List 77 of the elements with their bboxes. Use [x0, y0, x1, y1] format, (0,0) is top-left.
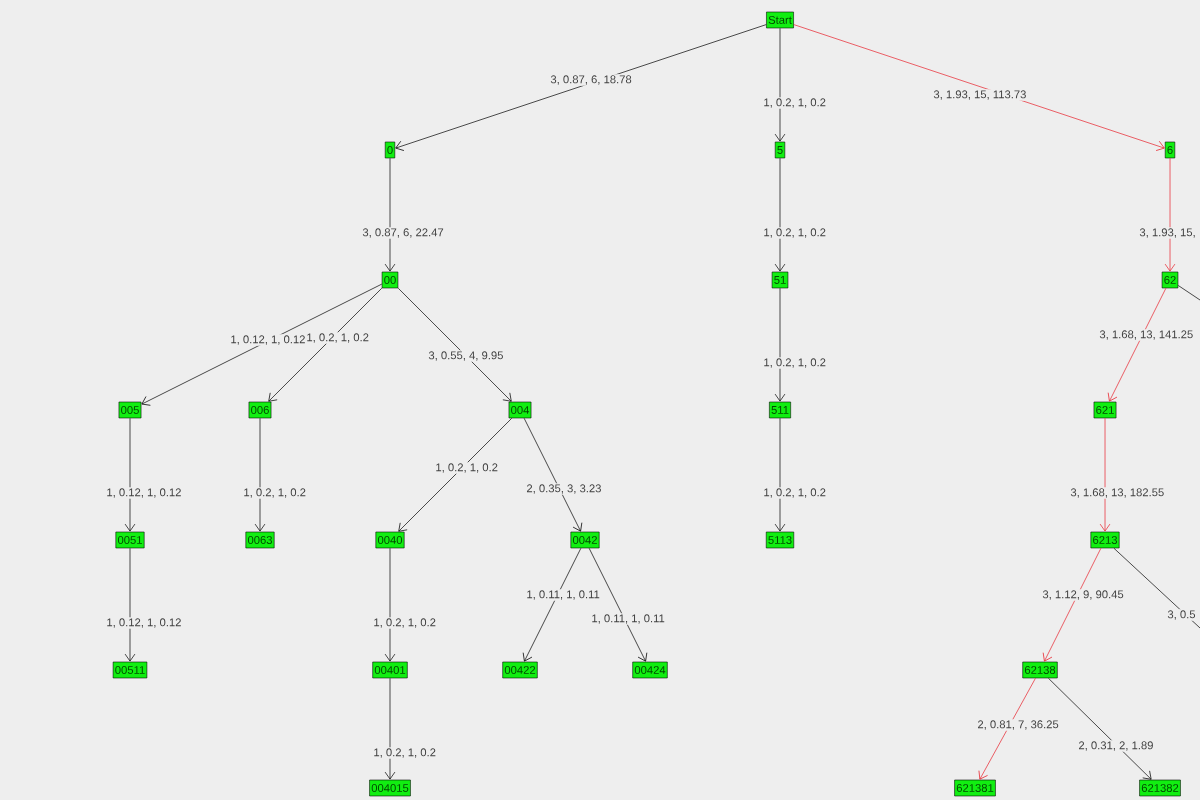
state-box: 0040	[375, 531, 405, 549]
state-box: 621381	[954, 779, 996, 797]
edge-label: 1, 0.2, 1, 0.2	[305, 332, 371, 344]
edge-label: 3, 1.68, 13, 182.55	[1069, 487, 1166, 499]
edge-label: 3, 0.5	[1166, 609, 1197, 621]
arrow	[1048, 677, 1152, 780]
edge-label: 2, 0.81, 7, 36.25	[976, 719, 1060, 731]
edge-label: 2, 0.35, 3, 3.23	[525, 483, 603, 495]
state-box: 00424	[632, 661, 668, 679]
state-box: 004015	[369, 779, 411, 797]
state-box: 5113	[765, 531, 795, 549]
arrow	[793, 24, 1165, 151]
state-box: 511	[769, 401, 791, 419]
edge-label: 1, 0.2, 1, 0.2	[762, 357, 828, 369]
edge-label: 1, 0.12, 1, 0.12	[105, 487, 183, 499]
arrow	[124, 547, 136, 662]
state-box: 621	[1093, 401, 1117, 419]
arrow	[523, 417, 583, 532]
arrow	[124, 417, 136, 532]
arrow	[397, 287, 512, 402]
edge-label: 1, 0.11, 1, 0.11	[525, 589, 601, 601]
state-box: 6	[1164, 141, 1176, 159]
edge-label: 3, 1.68, 13, 141.25	[1098, 329, 1195, 341]
state-box: 00511	[112, 661, 148, 679]
arrow	[774, 287, 786, 402]
edge-label: 1, 0.12, 1, 0.12	[105, 617, 183, 629]
arrow	[1042, 547, 1102, 662]
arrow	[395, 24, 767, 151]
state-box: 004	[508, 401, 532, 419]
arrow	[141, 283, 383, 406]
edge-label: 1, 0.2, 1, 0.2	[762, 97, 828, 109]
edge-label: 1, 0.11, 1, 0.11	[590, 613, 666, 625]
edge-label: 1, 0.2, 1, 0.2	[372, 747, 438, 759]
state-box: 0042	[570, 531, 600, 549]
arrow	[384, 157, 396, 272]
edge-label: 3, 1.12, 9, 90.45	[1041, 589, 1125, 601]
state-box: 0	[384, 141, 396, 159]
edge-label: 1, 0.2, 1, 0.2	[762, 487, 828, 499]
arrow	[978, 677, 1036, 780]
state-box: 00	[381, 271, 399, 289]
edge-label: 3, 0.87, 6, 22.47	[361, 227, 445, 239]
edge-label: 3, 1.93, 15,	[1138, 227, 1197, 239]
state-box: 6213	[1090, 531, 1120, 549]
state-box: 51	[771, 271, 789, 289]
arrow	[268, 287, 383, 402]
state-box: 621382	[1139, 779, 1181, 797]
state-box: 62	[1161, 271, 1179, 289]
state-box: 5	[774, 141, 786, 159]
arrow	[774, 417, 786, 532]
arrow	[1164, 157, 1176, 272]
edge-label: 3, 0.87, 6, 18.78	[549, 74, 633, 86]
state-box: 0051	[115, 531, 145, 549]
arrow	[522, 547, 582, 662]
arrow	[774, 157, 786, 272]
edge-label: 1, 0.2, 1, 0.2	[762, 227, 828, 239]
state-box: Start	[766, 11, 794, 29]
arrow	[1099, 417, 1111, 532]
state-box: 005	[118, 401, 142, 419]
arrow	[384, 547, 396, 662]
edge-label: 1, 0.12, 1, 0.12	[229, 334, 307, 346]
edge-label: 1, 0.2, 1, 0.2	[434, 462, 500, 474]
state-box: 0063	[245, 531, 275, 549]
arrow	[398, 417, 513, 532]
edge-label: 1, 0.2, 1, 0.2	[242, 487, 308, 499]
arrow	[254, 417, 266, 532]
state-box: 00422	[502, 661, 538, 679]
state-box: 00401	[372, 661, 408, 679]
edge-label: 3, 0.55, 4, 9.95	[427, 350, 505, 362]
edge-label: 2, 0.31, 2, 1.89	[1077, 740, 1155, 752]
edge-label: 1, 0.2, 1, 0.2	[372, 617, 438, 629]
arrow	[384, 677, 396, 780]
state-box: 62138	[1022, 661, 1058, 679]
state-box: 006	[248, 401, 272, 419]
arrow	[588, 547, 648, 662]
arrow	[774, 27, 786, 142]
edge-label: 3, 1.93, 15, 113.73	[932, 89, 1028, 101]
arrow	[1107, 287, 1167, 402]
